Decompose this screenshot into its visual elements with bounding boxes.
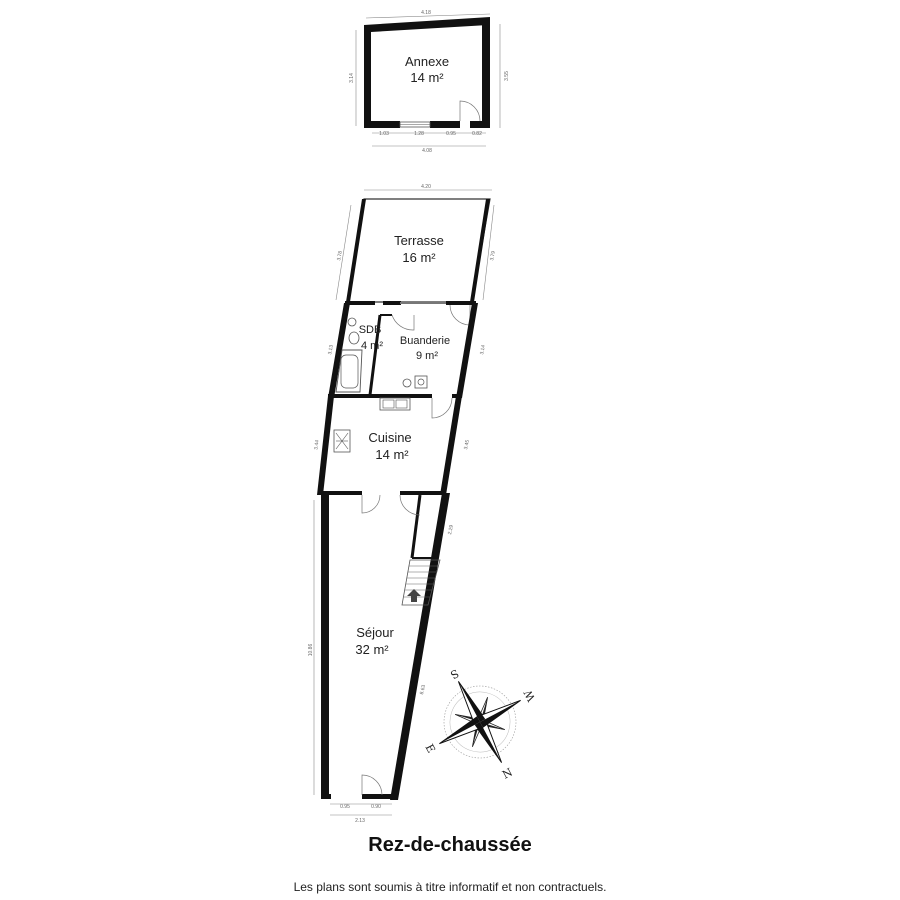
sejour-wall-bottom-right <box>362 794 397 799</box>
wall-terrasse-sdb <box>345 301 375 305</box>
dim-annexe-bottom-2: 1.28 <box>414 131 424 137</box>
terrasse-door <box>449 304 471 326</box>
annexe-area: 14 m² <box>410 70 444 85</box>
wall-cuisine-sejour-right <box>400 491 446 495</box>
dim-cuisine-left: 3.44 <box>313 439 320 450</box>
dim-sdb-left: 3.13 <box>327 344 335 355</box>
cuisine-wall-right <box>440 396 462 495</box>
annexe-wall-left <box>364 25 371 128</box>
entrance-door <box>361 774 383 796</box>
annexe-wall-right <box>482 17 490 128</box>
dim-sejour-left: 10.86 <box>308 644 314 657</box>
main-house: 4.20 3.78 3.79 3.13 3.14 3.44 3.45 2.29 … <box>308 184 497 824</box>
annexe-label: Annexe <box>405 54 449 69</box>
annexe-wall-bottom-left <box>364 121 400 128</box>
dim-sejour-bottom-total: 2.13 <box>355 818 365 824</box>
compass-e: E <box>422 742 437 755</box>
sdb-label: SDB <box>359 324 382 336</box>
bathtub <box>335 349 363 393</box>
sdb-partition <box>368 314 382 396</box>
annexe-building: 4.18 3.14 3.55 1.03 1.28 0.95 0.82 4.08 … <box>349 10 510 154</box>
annexe-wall-bottom-mid <box>430 121 460 128</box>
annexe-door <box>459 100 481 122</box>
dim-sejour-right: 8.63 <box>419 684 427 695</box>
stair-arrow-icon <box>407 589 421 602</box>
boiler <box>402 378 412 388</box>
wall-buanderie-cuisine-left <box>328 394 432 398</box>
floor-plan: 4.18 3.14 3.55 1.03 1.28 0.95 0.82 4.08 … <box>308 10 538 824</box>
sdb-door <box>391 314 415 331</box>
washing-machine <box>414 375 428 389</box>
sejour-wall-right <box>390 493 450 800</box>
staircase <box>399 494 441 606</box>
sdb-wall-left <box>328 303 350 398</box>
buanderie-label: Buanderie <box>400 335 450 347</box>
sejour-cuisine-door <box>361 494 381 514</box>
compass-rose: S N E W <box>422 666 538 781</box>
dim-cuisine-right: 3.45 <box>463 439 471 450</box>
kitchen-sink <box>379 397 411 411</box>
terrasse-wall-left <box>346 199 366 302</box>
plan-title: Rez-de-chaussée <box>368 834 532 856</box>
dim-sejour-bottom-1: 0.95 <box>340 804 350 810</box>
cuisine-wall-left <box>317 396 334 495</box>
sejour-wall-bottom-left <box>321 794 331 799</box>
cooktop <box>333 429 351 453</box>
wall-cuisine-sejour-left <box>318 491 362 495</box>
dim-stair-right: 2.29 <box>447 524 455 535</box>
cuisine-area: 14 m² <box>375 447 409 462</box>
cuisine-label: Cuisine <box>368 430 411 445</box>
sdb-toilet <box>348 331 360 345</box>
terrasse-bay-window <box>400 302 446 304</box>
dim-annexe-top: 4.18 <box>421 10 431 16</box>
dim-annexe-bottom-4: 0.82 <box>472 131 482 137</box>
annexe-wall-bottom-right <box>470 121 490 128</box>
dim-annexe-right: 3.55 <box>504 71 510 81</box>
disclaimer-text: Les plans sont soumis à titre informatif… <box>293 880 607 894</box>
wall-terrasse-mid <box>383 301 401 305</box>
annexe-wall-top <box>364 17 490 32</box>
terrasse-area: 16 m² <box>402 250 436 265</box>
sejour-label: Séjour <box>356 625 394 640</box>
dim-annexe-bottom-total: 4.08 <box>422 148 432 154</box>
compass-n: N <box>500 765 515 781</box>
dim-terrasse-right: 3.79 <box>489 250 497 261</box>
terrasse-wall-right <box>470 199 490 302</box>
buanderie-wall-right <box>456 303 478 398</box>
sdb-area: 4 m² <box>361 340 383 352</box>
dim-terrasse-top: 4.20 <box>421 184 431 190</box>
cuisine-buanderie-door <box>431 397 453 419</box>
dim-buanderie-right: 3.14 <box>479 344 487 355</box>
dim-terrasse-left: 3.78 <box>336 250 344 261</box>
wall-terrasse-right <box>446 301 476 305</box>
sejour-area: 32 m² <box>355 642 389 657</box>
sdb-sink <box>347 317 357 327</box>
dim-annexe-bottom-1: 1.03 <box>379 131 389 137</box>
terrasse-label: Terrasse <box>394 233 444 248</box>
dim-annexe-bottom-3: 0.95 <box>446 131 456 137</box>
buanderie-area: 9 m² <box>416 350 438 362</box>
dim-sejour-bottom-2: 0.90 <box>371 804 381 810</box>
sejour-wall-left <box>321 493 329 798</box>
dim-annexe-left: 3.14 <box>349 73 355 83</box>
compass-w: W <box>521 687 538 704</box>
compass-s: S <box>448 666 461 681</box>
